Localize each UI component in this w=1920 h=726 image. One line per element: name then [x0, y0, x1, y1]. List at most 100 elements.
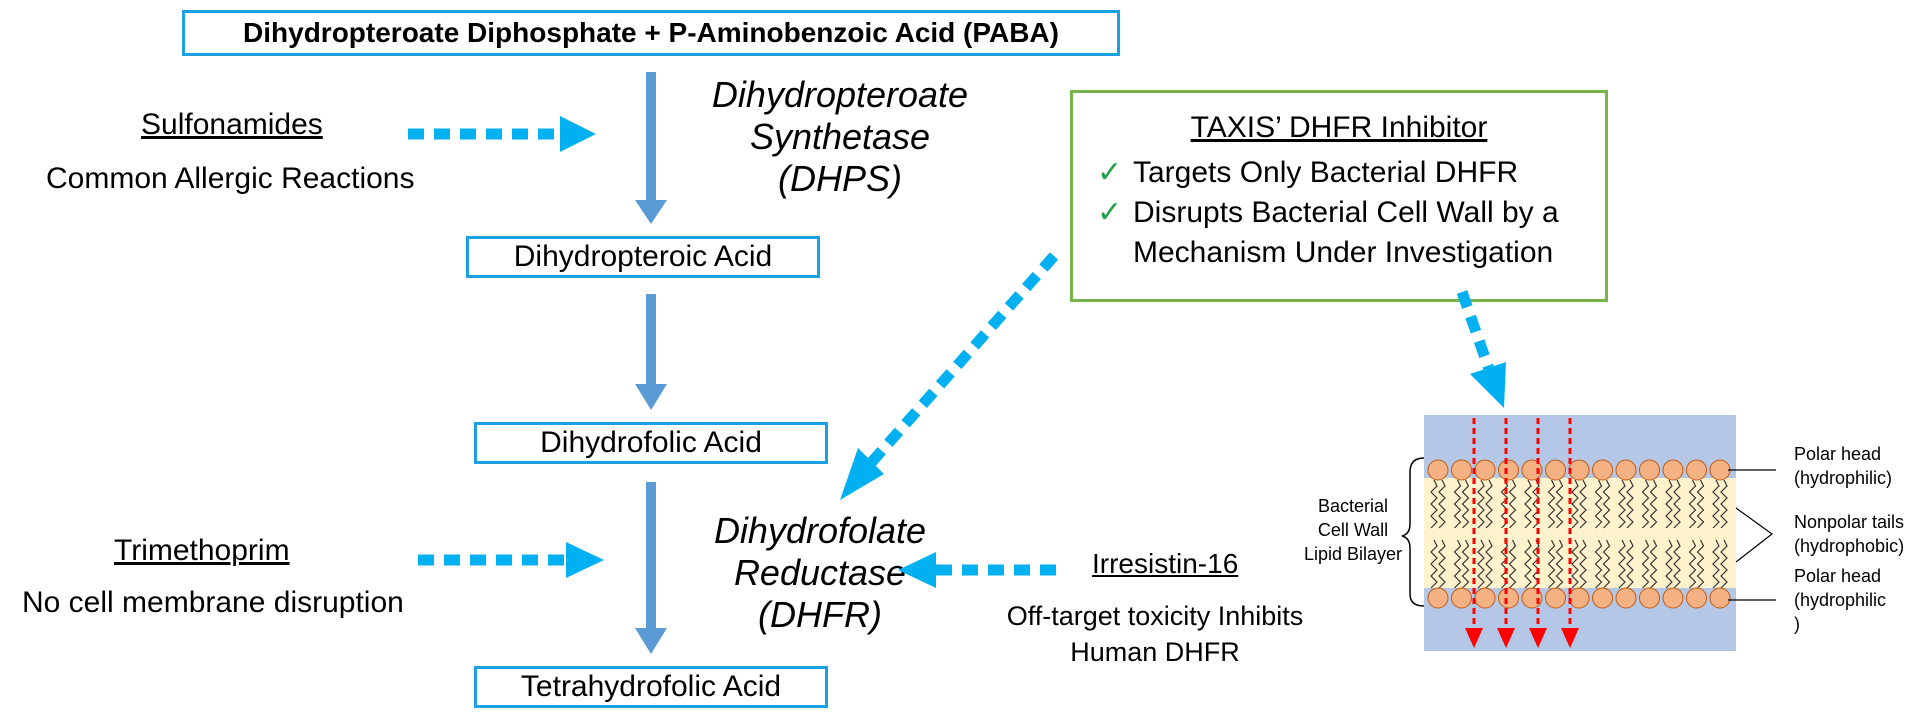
lipid-tail — [1641, 479, 1650, 529]
lipid-head — [1474, 587, 1496, 609]
lipid-head — [1427, 587, 1449, 609]
lipid-head — [1427, 459, 1449, 481]
taxis-inhibitor-box: TAXIS’ DHFR Inhibitor ✓Targets Only Bact… — [1070, 90, 1608, 302]
sulfonamides-name: Sulfonamides — [141, 108, 323, 141]
lipid-tail — [1594, 479, 1603, 529]
lipid-heads — [1427, 459, 1731, 609]
lipid-tail — [1508, 479, 1517, 529]
dihydropteroic-acid-label: Dihydropteroic Acid — [513, 240, 773, 273]
tail-region — [1424, 478, 1736, 588]
polar-head-bottom-label: Polar head (hydrophilic ) — [1794, 564, 1886, 636]
lipid-head — [1639, 459, 1660, 481]
lipid-tail — [1712, 539, 1720, 589]
lipid-tail — [1720, 479, 1728, 529]
lipid-tail — [1696, 479, 1705, 529]
nonpolar-line-2: (hydrophobic) — [1794, 536, 1905, 556]
lipid-tail — [1712, 479, 1720, 529]
dihydropteroic-acid-box: Dihydropteroic Acid — [466, 236, 820, 278]
lipid-tails — [1430, 479, 1728, 589]
dhps-enzyme-label: Dihydropteroate Synthetase (DHPS) — [680, 74, 1000, 200]
check-icon: ✓ — [1097, 156, 1123, 189]
taxis-to-membrane-arrow — [1456, 290, 1506, 408]
trimethoprim-note: No cell membrane disruption — [22, 586, 404, 619]
bacterial-cell-wall-label: Bacterial Cell Wall Lipid Bilayer — [1298, 494, 1408, 566]
lipid-tail — [1641, 539, 1650, 589]
lipid-tail — [1673, 539, 1681, 589]
substrate-label: Dihydropteroate Diphosphate + P-Aminoben… — [243, 17, 1059, 48]
dhfr-line-2: Reductase — [733, 552, 907, 593]
pathway-arrow-3 — [635, 482, 667, 654]
lipid-tail — [1579, 479, 1587, 529]
lipid-tail — [1571, 479, 1579, 529]
lipid-head — [1451, 587, 1472, 609]
dhps-line-1: Dihydropteroate — [711, 74, 969, 115]
lipid-tail — [1555, 479, 1564, 529]
lipid-head — [1662, 587, 1684, 609]
dihydrofolic-acid-box: Dihydrofolic Acid — [474, 422, 828, 464]
lipid-head — [1451, 459, 1472, 481]
lipid-tail — [1579, 539, 1587, 589]
lipid-tail — [1547, 479, 1556, 529]
lipid-tail — [1430, 479, 1438, 529]
disruption-arrow — [1529, 418, 1547, 648]
lipid-tail — [1618, 479, 1626, 529]
polar-head-bottom-line-1: Polar head — [1794, 566, 1882, 586]
dhfr-line-3: (DHFR) — [758, 594, 882, 635]
irresistin-inhibition-arrow — [898, 552, 1056, 588]
lipid-head — [1568, 459, 1590, 481]
substrate-box: Dihydropteroate Diphosphate + P-Aminoben… — [182, 10, 1120, 56]
check-icon: ✓ — [1097, 196, 1123, 229]
disruption-arrow — [1561, 418, 1579, 648]
lipid-tail — [1602, 539, 1611, 589]
lipid-tail — [1485, 479, 1493, 529]
lipid-tail — [1555, 539, 1564, 589]
lipid-tail — [1688, 539, 1697, 589]
lipid-tail — [1602, 479, 1611, 529]
lipid-tail — [1688, 479, 1697, 529]
lipid-head — [1709, 459, 1731, 481]
nonpolar-line-1: Nonpolar tails — [1794, 512, 1905, 532]
lipid-tail — [1665, 539, 1673, 589]
lipid-tail — [1594, 539, 1603, 589]
trimethoprim-inhibition-arrow — [418, 542, 604, 578]
taxis-title: TAXIS’ DHFR Inhibitor — [1190, 111, 1488, 144]
lipid-tail — [1461, 479, 1470, 529]
lipid-head — [1686, 587, 1707, 609]
disruption-arrow — [1465, 418, 1483, 648]
irresistin-note: Off-target toxicity Inhibits Human DHFR — [990, 598, 1320, 670]
nonpolar-tails-label: Nonpolar tails (hydrophobic) — [1794, 510, 1904, 558]
lipid-tail — [1453, 479, 1462, 529]
lipid-tail — [1524, 479, 1532, 529]
sulfonamides-note: Common Allergic Reactions — [46, 162, 415, 195]
lipid-tail — [1618, 539, 1626, 589]
lipid-tail — [1626, 539, 1634, 589]
lipid-tail — [1626, 479, 1634, 529]
lipid-tail — [1438, 479, 1446, 529]
lipid-head — [1498, 587, 1519, 609]
lipid-head — [1545, 459, 1566, 481]
left-brace — [1401, 457, 1425, 607]
dhfr-line-1: Dihydrofolate — [713, 510, 927, 551]
lipid-head — [1686, 459, 1707, 481]
cell-wall-line-1: Bacterial — [1317, 496, 1389, 516]
lipid-tail — [1508, 539, 1517, 589]
lipid-tail — [1720, 539, 1728, 589]
lipid-tail — [1649, 479, 1658, 529]
lipid-tail — [1485, 539, 1493, 589]
lipid-tail — [1649, 539, 1658, 589]
taxis-item-1: ✓Targets Only Bacterial DHFR — [1097, 153, 1518, 193]
lipid-tail — [1438, 539, 1446, 589]
nonpolar-pointer — [1735, 507, 1774, 563]
lipid-head — [1592, 587, 1613, 609]
lipid-head — [1474, 459, 1496, 481]
lipid-head — [1545, 587, 1566, 609]
lipid-tail — [1571, 539, 1579, 589]
lipid-head — [1592, 459, 1613, 481]
dihydrofolic-acid-label: Dihydrofolic Acid — [540, 426, 762, 459]
polar-head-top-label: Polar head (hydrophilic) — [1794, 442, 1892, 490]
taxis-item-3: Mechanism Under Investigation — [1133, 233, 1553, 273]
tetrahydrofolic-acid-label: Tetrahydrofolic Acid — [520, 670, 782, 703]
lipid-tail — [1524, 539, 1532, 589]
